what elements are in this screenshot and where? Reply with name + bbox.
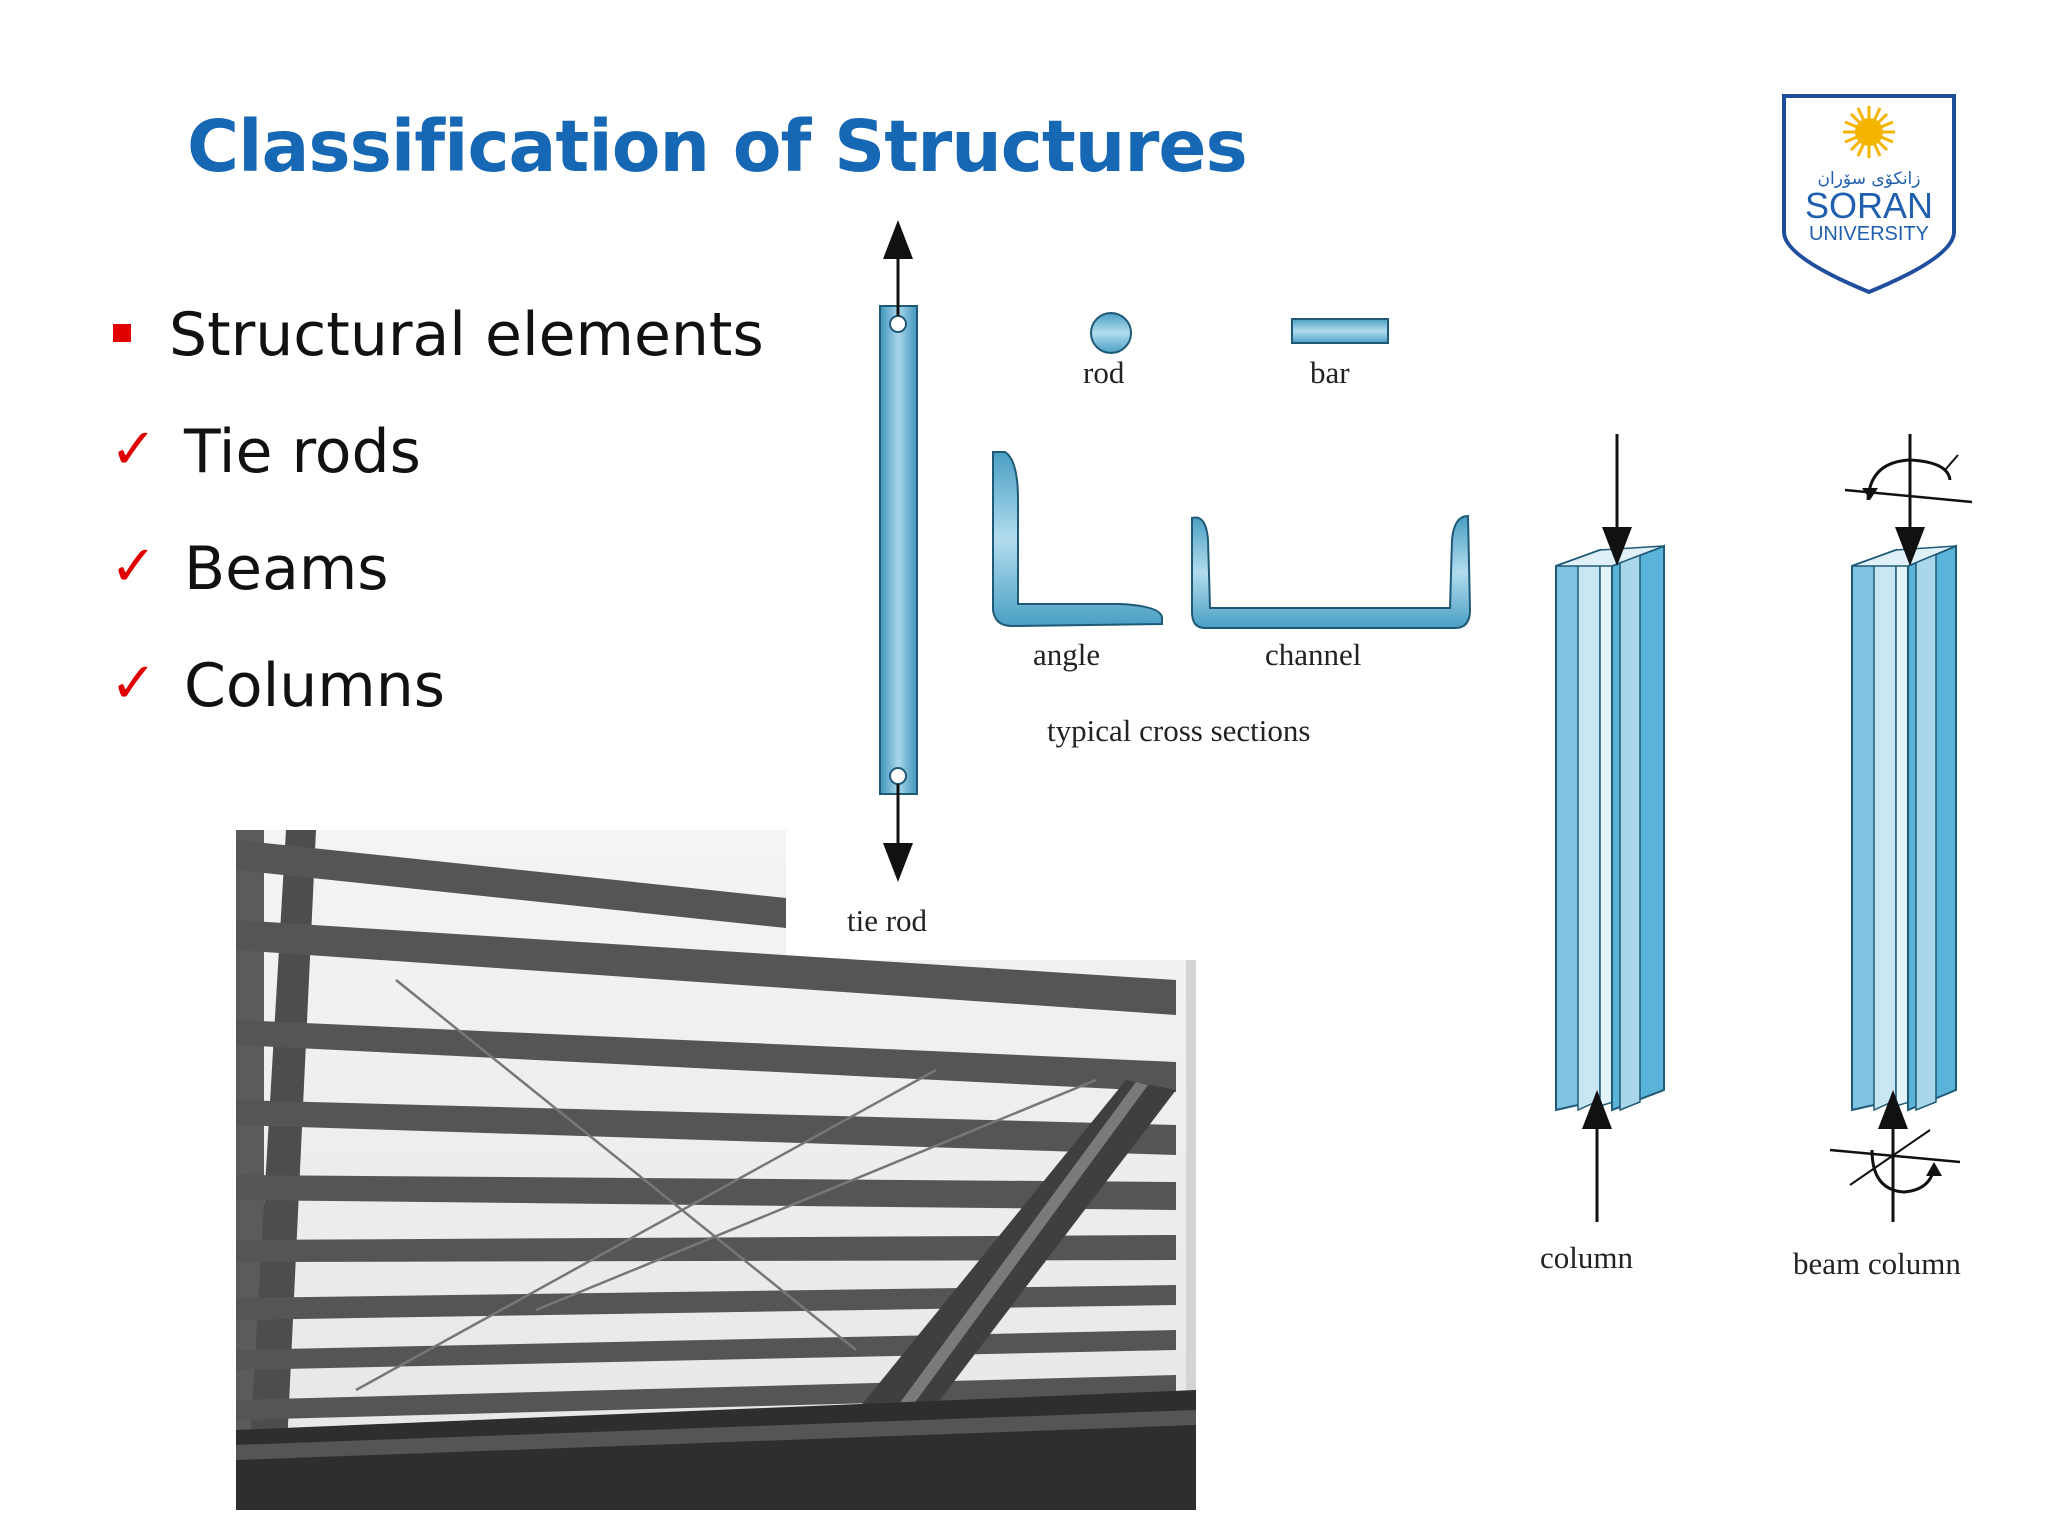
bullet-text: Columns xyxy=(184,651,446,721)
sun-icon xyxy=(1843,106,1895,158)
bullet-text: Structural elements xyxy=(169,300,764,370)
channel-label: channel xyxy=(1265,637,1362,672)
tie-rod-label: tie rod xyxy=(847,903,928,938)
bullet-item: ✓ Beams xyxy=(110,534,764,651)
bullet-item: ✓ Tie rods xyxy=(110,417,764,534)
rod-section xyxy=(1090,312,1132,354)
bullet-text: Tie rods xyxy=(184,417,421,487)
cross-sections-label: typical cross sections xyxy=(1047,713,1311,748)
bullet-text: Beams xyxy=(184,534,389,604)
bullet-item: ✓ Columns xyxy=(110,651,764,768)
checkmark-icon: ✓ xyxy=(110,651,157,716)
bullet-list: Structural elements ✓ Tie rods ✓ Beams ✓… xyxy=(110,300,764,768)
bullet-item: Structural elements xyxy=(110,300,764,417)
logo-script-text: زانكۆی سۆران xyxy=(1818,169,1921,189)
checkmark-icon: ✓ xyxy=(110,534,157,599)
soran-university-logo: زانكۆی سۆران SORAN UNIVERSITY xyxy=(1782,94,1956,295)
channel-section xyxy=(1191,514,1472,629)
square-bullet-icon xyxy=(113,324,131,342)
logo-subtitle: UNIVERSITY xyxy=(1809,223,1929,245)
checkmark-icon: ✓ xyxy=(110,417,157,482)
steel-frame-photo xyxy=(236,830,1196,1510)
bar-section xyxy=(1291,318,1389,344)
slide-title: Classification of Structures xyxy=(187,105,1248,188)
column-diagram xyxy=(1555,434,1665,1222)
column-label: column xyxy=(1540,1240,1633,1275)
bar-label: bar xyxy=(1310,355,1350,390)
tie-rod-diagram xyxy=(879,220,918,882)
angle-label: angle xyxy=(1033,637,1101,672)
rod-label: rod xyxy=(1083,355,1125,390)
beam-column-label: beam column xyxy=(1793,1246,1961,1281)
angle-section xyxy=(992,451,1163,628)
logo-name: SORAN xyxy=(1805,185,1933,226)
beam-column-diagram xyxy=(1829,434,1973,1222)
